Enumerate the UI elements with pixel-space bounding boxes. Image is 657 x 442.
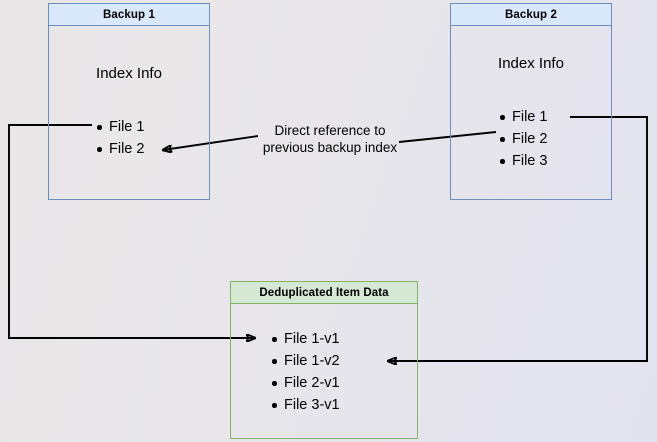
backup-1-file-list: File 1 File 2 bbox=[96, 116, 144, 160]
list-item: File 1-v1 bbox=[271, 328, 340, 350]
backup-2-subtitle: Index Info bbox=[498, 55, 564, 72]
deduplicated-item-data-box[interactable]: Deduplicated Item Data File 1-v1 File 1-… bbox=[230, 281, 418, 439]
list-item: File 3 bbox=[499, 150, 547, 172]
list-item: File 3-v1 bbox=[271, 394, 340, 416]
backup-1-header: Backup 1 bbox=[49, 4, 209, 26]
list-item: File 1 bbox=[499, 106, 547, 128]
list-item: File 1-v2 bbox=[271, 350, 340, 372]
backup-1-subtitle: Index Info bbox=[96, 65, 162, 82]
list-item: File 2 bbox=[96, 138, 144, 160]
deduplicated-file-list: File 1-v1 File 1-v2 File 2-v1 File 3-v1 bbox=[271, 328, 340, 416]
deduplicated-item-data-header: Deduplicated Item Data bbox=[231, 282, 417, 304]
direct-reference-label: Direct reference to previous backup inde… bbox=[262, 123, 398, 155]
list-item: File 1 bbox=[96, 116, 144, 138]
list-item: File 2-v1 bbox=[271, 372, 340, 394]
list-item: File 2 bbox=[499, 128, 547, 150]
backup-2-box[interactable]: Backup 2 Index Info File 1 File 2 File 3 bbox=[450, 3, 612, 200]
backup-2-header: Backup 2 bbox=[451, 4, 611, 26]
backup-1-box[interactable]: Backup 1 Index Info File 1 File 2 bbox=[48, 3, 210, 200]
backup-2-file-list: File 1 File 2 File 3 bbox=[499, 106, 547, 172]
